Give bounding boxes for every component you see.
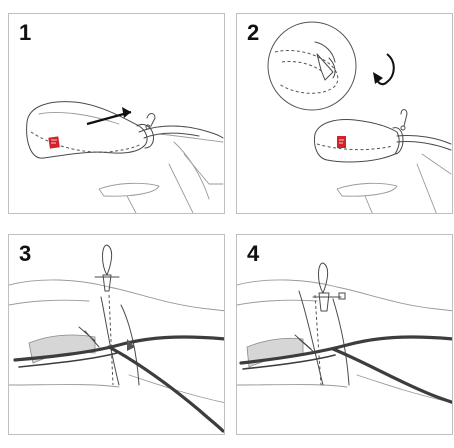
rotate-arrow-icon: [373, 53, 395, 86]
step-number: 4: [247, 241, 260, 266]
handlebar-mitt-illustration: [267, 21, 452, 213]
handlebar-mitt-illustration: [26, 101, 224, 213]
step-number: 1: [19, 20, 32, 45]
step-number: 3: [19, 241, 32, 266]
step-panel-1: 1: [8, 13, 225, 214]
brand-tag-icon: [48, 136, 60, 149]
handlebar-mitt: [314, 119, 400, 163]
step-number: 2: [247, 20, 260, 45]
step-panel-3: 3: [8, 234, 225, 435]
direction-arrow-icon: [86, 107, 132, 126]
step-panel-2: 2: [236, 13, 453, 214]
handlebar-mitt-closeup-illustration: [9, 244, 224, 433]
zoom-detail-circle-icon: [267, 21, 357, 111]
brand-tag-icon: [337, 136, 346, 148]
handlebar-mitt: [26, 101, 148, 159]
handlebar-mitt-closeup-illustration: [237, 262, 452, 404]
step-panel-4: 4: [236, 234, 453, 435]
